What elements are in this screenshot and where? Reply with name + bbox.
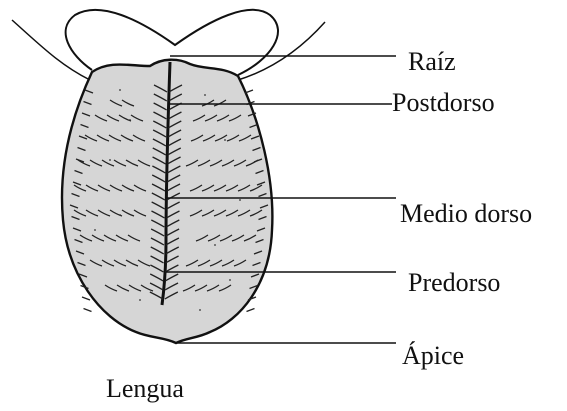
papilla-dot [239,199,241,201]
papilla-stroke [247,309,255,312]
caption-lengua: Lengua [106,376,184,402]
papilla-dot [119,89,121,91]
papilla-dot [224,139,226,141]
pharynx-left-line [12,20,90,80]
label-predorso: Predorso [408,270,500,296]
papilla-stroke [82,297,90,300]
label-postdorso: Postdorso [392,90,495,116]
papilla-dot [214,244,216,246]
label-apice: Ápice [402,343,464,369]
label-raiz: Raíz [408,49,456,75]
papilla-dot [229,279,231,281]
label-medio-dorso: Medio dorso [400,201,532,227]
papilla-dot [139,299,141,301]
papilla-dot [204,94,206,96]
pharynx-right-line [238,22,325,80]
papilla-dot [94,229,96,231]
papilla-dot [109,159,111,161]
papilla-stroke [84,309,92,312]
papilla-dot [119,214,121,216]
papilla-dot [199,309,201,311]
papilla-dot [129,119,131,121]
